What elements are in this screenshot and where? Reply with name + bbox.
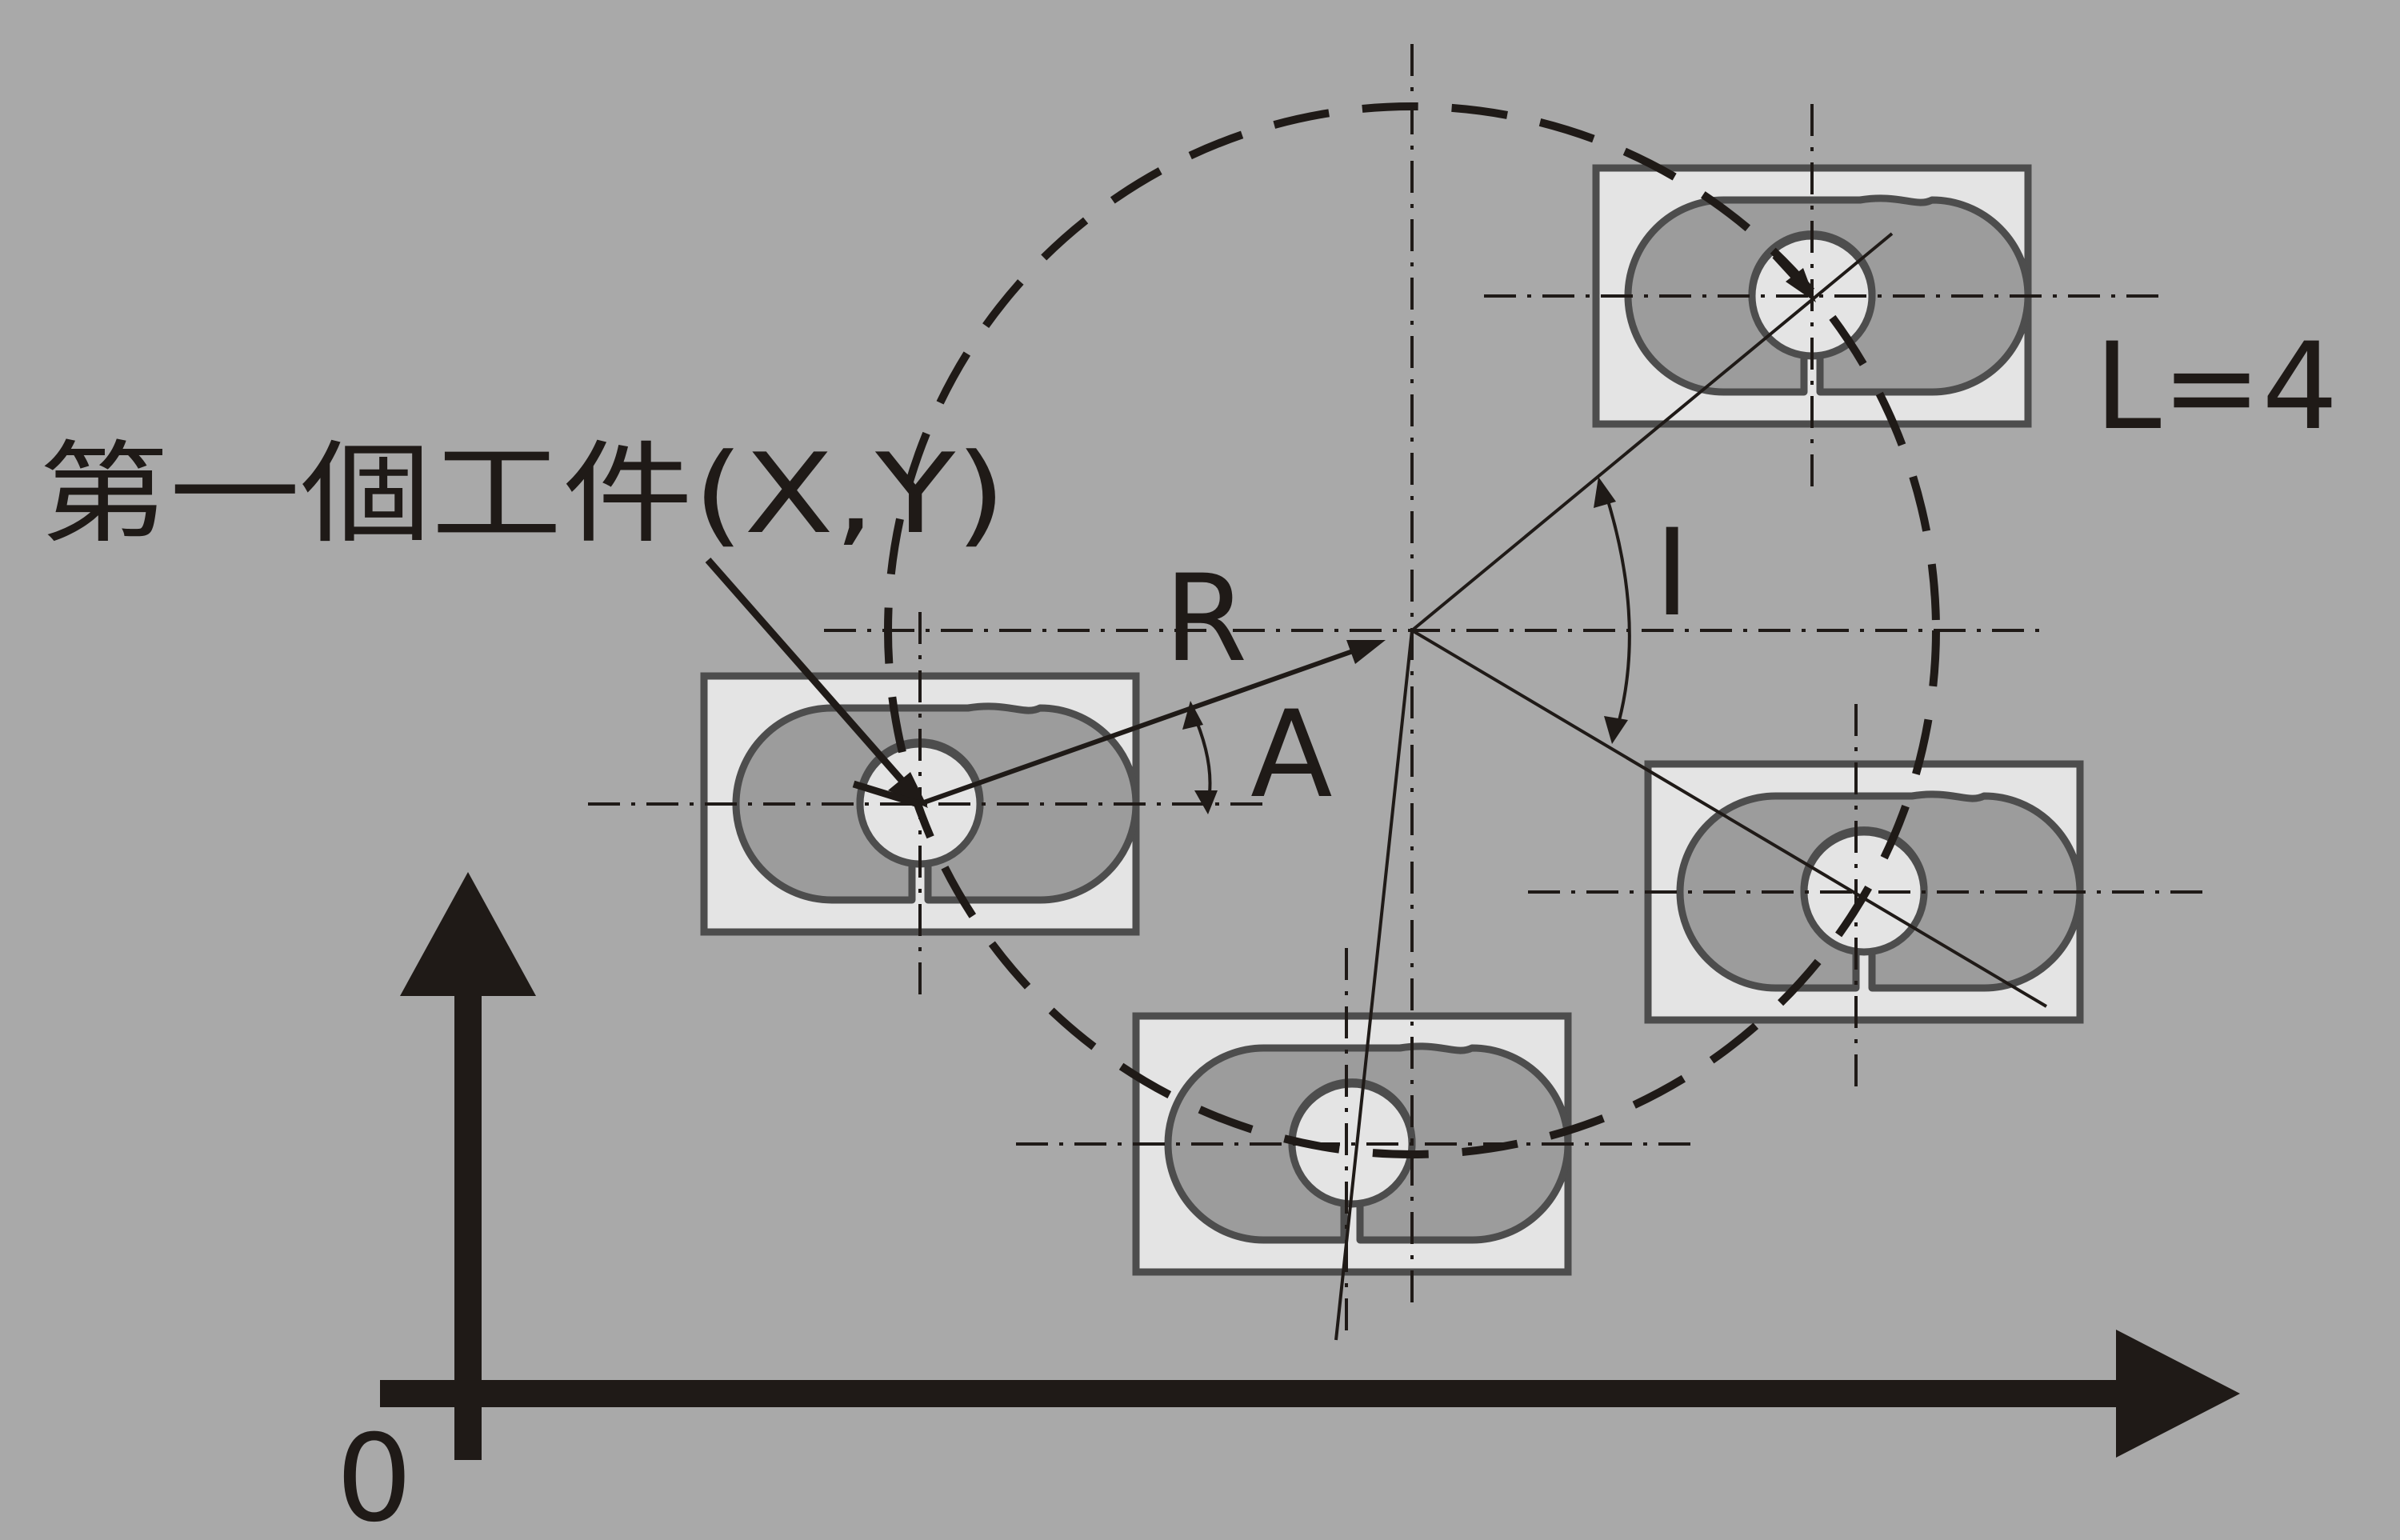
increment-angle-label: I <box>1654 504 1690 643</box>
radial-lines <box>1334 232 2048 1341</box>
bolt-circle <box>884 102 1940 1158</box>
coordinate-axes <box>380 872 2240 1460</box>
workpiece-2-arrow <box>1772 254 1816 302</box>
angle-i-arrow <box>1594 477 1631 744</box>
origin-label: 0 <box>336 1410 412 1540</box>
first-part-label: 第一個工件(X,Y) <box>38 430 1006 558</box>
start-angle-label: A <box>1250 686 1333 825</box>
radius-arrow <box>923 640 1386 805</box>
count-label: L=4 <box>2094 318 2338 457</box>
first-part-leader <box>705 558 928 808</box>
angle-a-arrow <box>1182 701 1218 814</box>
radius-label: R <box>1164 550 1247 689</box>
